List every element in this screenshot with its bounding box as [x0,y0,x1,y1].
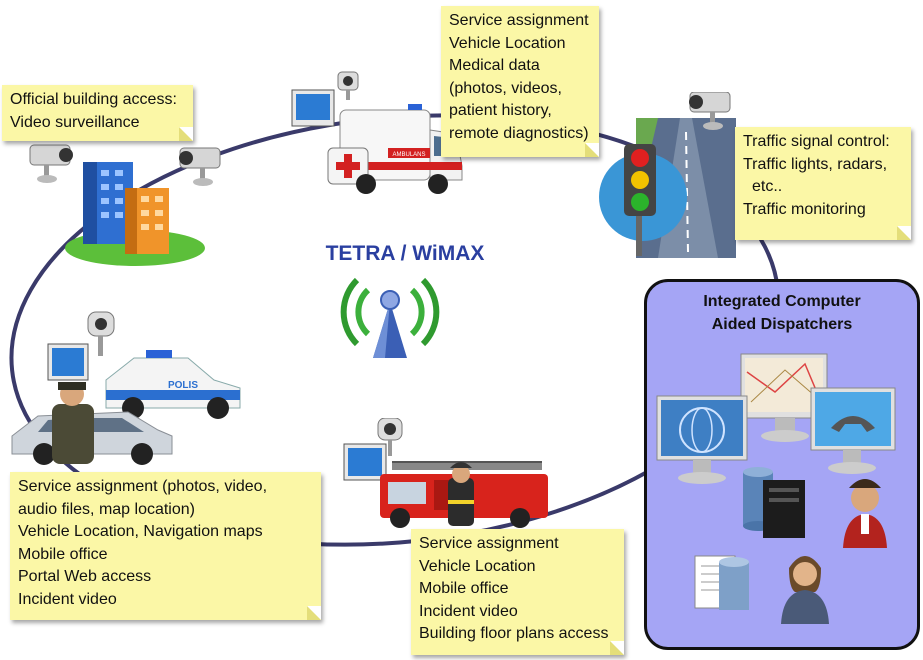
note-line: Traffic monitoring [743,200,866,218]
network-title: TETRA / WiMAX [325,242,485,265]
dispatch-title-line: Aided Dispatchers [711,316,853,333]
note-fold [610,641,624,655]
note-line: patient history, [449,102,552,119]
ambulance-label: AMBULANS [392,152,425,158]
note-line: Service assignment (photos, video, [18,478,268,495]
note-fold [179,127,193,141]
dispatch-title: Integrated Computer Aided Dispatchers [647,290,917,336]
note-line: Vehicle Location, Navigation maps [18,523,263,540]
firetruck-illustration [343,418,548,528]
note-line: Video surveillance [10,113,140,131]
dispatch-panel: Integrated Computer Aided Dispatchers [644,279,920,650]
antenna-icon [340,277,440,358]
police-illustration: POLIS [11,311,241,465]
note-line: Traffic signal control: [743,133,890,150]
note-line: Service assignment [419,535,559,552]
note-line: Medical data [449,57,540,74]
note-line: Traffic lights, radars, [743,155,888,173]
note-line: audio files, map location) [18,500,195,518]
note-building: Official building access: Video surveill… [2,85,193,141]
note-police: Service assignment (photos, video, audio… [10,472,321,620]
note-line: etc.. [752,178,783,195]
building-illustration [29,144,221,266]
note-line: Incident video [419,602,518,620]
note-fold [585,143,599,157]
note-line: (photos, videos, [449,79,562,97]
note-fire: Service assignment Vehicle Location Mobi… [411,529,624,655]
note-ambulance: Service assignment Vehicle Location Medi… [441,6,599,157]
note-line: remote diagnostics) [449,124,589,142]
dispatch-equipment-illustration [656,353,896,624]
note-line: Mobile office [18,545,108,563]
note-line: Service assignment [449,12,589,29]
note-line: Mobile office [419,580,509,597]
note-fold [897,226,911,240]
police-label: POLIS [168,380,198,391]
note-line: Portal Web access [18,568,152,585]
note-line: Official building access: [10,91,177,108]
note-line: Vehicle Location [419,557,536,575]
note-fold [307,606,321,620]
note-line: Building floor plans access [419,625,609,642]
note-traffic: Traffic signal control: Traffic lights, … [735,127,911,240]
dispatch-title-line: Integrated Computer [703,293,861,310]
traffic-illustration [599,92,736,258]
note-line: Vehicle Location [449,34,566,52]
note-line: Incident video [18,590,117,608]
